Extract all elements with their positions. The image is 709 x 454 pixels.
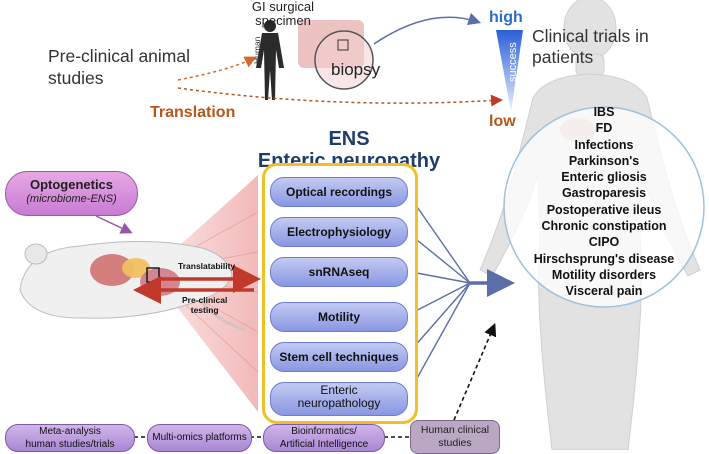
success-wedge [496,30,523,112]
bioinfo-line-2: Artificial Intelligence [279,439,369,450]
biopsy-label: biopsy [331,60,381,79]
low-label: low [489,113,516,130]
condition-item: IBS [593,105,615,119]
condition-item: CIPO [588,235,620,250]
meta-analysis-box: Meta-analysis human studies/trials [5,424,135,452]
technique-snrnaseq: snRNAseq [270,257,408,287]
translatability-label: Translatability [178,261,236,271]
success-label: success [507,42,519,82]
human-silhouette [256,20,284,100]
optogenetics-box: Optogenetics (microbiome-ENS) [5,171,138,216]
condition-item: Chronic constipation [541,219,667,234]
clinical-to-trials-arrow [453,323,497,421]
hc-line-1: Human clinical [420,424,490,436]
preclinical-label: Pre-clinical animal studies [48,46,190,88]
optogenetics-subtitle: (microbiome-ENS) [26,193,117,205]
technique-motility: Motility [270,302,408,332]
translation-arrow [177,87,503,107]
condition-item: Hirschsprung's disease [533,251,675,266]
condition-item: Gastroparesis [561,186,647,201]
high-label: high [489,9,523,26]
condition-item: Enteric gliosis [561,170,647,185]
arrow-to-trials [373,12,482,45]
condition-item: Visceral pain [565,284,643,299]
clinical-trials-label: Clinical trials in patients [532,26,649,67]
gi-specimen-label: GI surgical specimen [251,0,315,28]
biopsy-square [337,39,349,51]
opto-arrow [95,215,133,234]
meta-line-2: human studies/trials [25,439,115,450]
condition-item: Parkinson's [568,153,640,168]
technique-stem-cell: Stem cell techniques [270,342,408,372]
biopsy-circle [314,30,374,90]
arrow-to-specimen [177,56,257,81]
pretest-line-1: Pre-clinical [182,295,228,305]
ens-title: ENS [328,128,370,150]
meta-line-1: Meta-analysis [39,426,101,437]
optogenetics-title: Optogenetics [29,177,114,192]
conditions-circle [503,106,705,308]
bioinfo-line-1: Bioinformatics/ [291,426,357,437]
hc-line-2: studies [438,437,472,449]
conditions-list: IBS FD Infections Parkinson's Enteric gl… [520,104,688,300]
technique-electrophysiology: Electrophysiology [270,217,408,247]
technique-optical-recordings: Optical recordings [270,177,408,207]
technique-neuropathology: Enteric neuropathology [270,382,408,416]
pretest-line-2: testing [190,305,219,315]
preclinical-testing-label: Pre-clinical testing [182,295,227,315]
human-label: Human [252,36,262,64]
multiomics-label: Multi-omics platforms [152,432,247,443]
condition-item: Infections [574,137,634,152]
condition-item: Motility disorders [551,267,657,282]
multiomics-box: Multi-omics platforms [147,424,252,452]
translation-label: Translation [150,104,236,121]
human-clinical-box: Human clinical studies [410,420,500,454]
bioinformatics-box: Bioinformatics/ Artificial Intelligence [263,424,385,452]
condition-item: FD [595,121,613,136]
neuropathology-line-2: neuropathology [297,396,381,410]
condition-item: Postoperative ileus [546,202,662,217]
neuropathology-line-1: Enteric [320,383,358,397]
